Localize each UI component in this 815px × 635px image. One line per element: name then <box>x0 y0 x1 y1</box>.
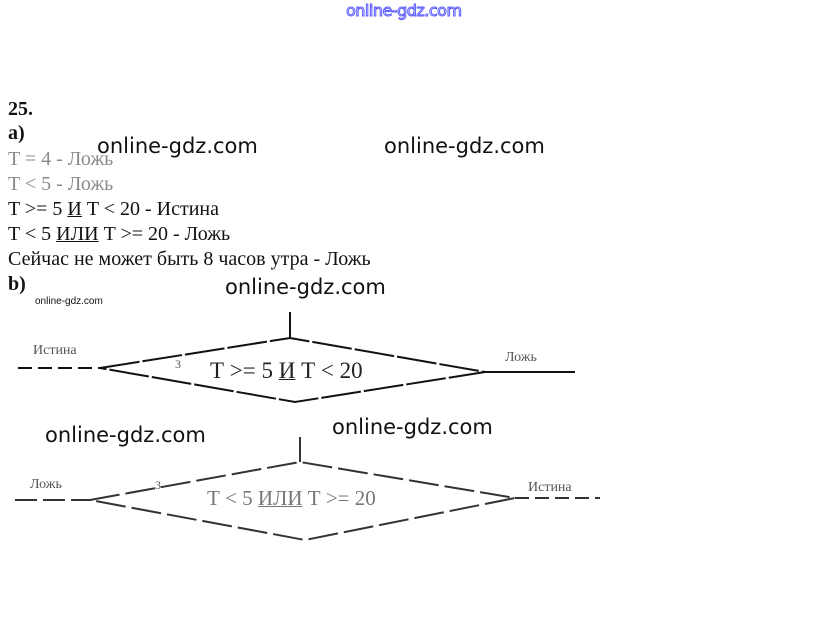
diagram1-condition: Т >= 5 И Т < 20 <box>210 358 363 384</box>
condition-op: И <box>278 358 296 383</box>
watermark-small: online-gdz.com <box>35 296 103 307</box>
diagram2-condition: Т < 5 ИЛИ Т >= 20 <box>207 486 376 511</box>
condition-post: Т < 20 <box>295 358 363 383</box>
answer-line-1: T = 4 - Ложь <box>8 148 114 170</box>
watermark: online-gdz.com <box>225 275 386 299</box>
line-pre: T < 5 <box>8 223 57 245</box>
line-pre: T >= 5 <box>8 198 68 220</box>
operator-or: ИЛИ <box>56 223 99 245</box>
answer-line-4: T < 5 ИЛИ T >= 20 - Ложь <box>8 223 230 245</box>
line-post: T >= 20 - Ложь <box>98 223 231 245</box>
condition-op: ИЛИ <box>257 486 303 510</box>
watermark: online-gdz.com <box>332 415 493 439</box>
task-number: 25. <box>8 98 33 120</box>
decision-diamond-2 <box>15 437 600 542</box>
condition-pre: Т >= 5 <box>210 358 279 383</box>
diagram1-right-label: Ложь <box>505 350 537 365</box>
watermark: online-gdz.com <box>97 134 258 158</box>
answer-line-5: Сейчас не может быть 8 часов утра - Ложь <box>8 248 371 270</box>
watermark: online-gdz.com <box>45 423 206 447</box>
diagram1-left-label: Истина <box>33 343 77 358</box>
decision-diamond-1 <box>18 312 575 404</box>
diagram2-left-label: Ложь <box>30 477 62 492</box>
condition-pre: Т < 5 <box>207 486 258 510</box>
line-post: T < 20 - Истина <box>81 198 220 220</box>
part-a-label: a) <box>8 122 25 144</box>
diagram2-right-label: Истина <box>528 480 572 495</box>
condition-post: Т >= 20 <box>302 486 376 510</box>
diagram2-mark: 3 <box>155 478 161 492</box>
answer-line-2: T < 5 - Ложь <box>8 173 114 195</box>
watermark: online-gdz.com <box>384 134 545 158</box>
diagram1-mark: 3 <box>175 357 181 371</box>
watermark-top: online-gdz.com <box>346 1 463 21</box>
part-b-label: b) <box>8 273 26 295</box>
operator-and: И <box>67 198 82 220</box>
answer-line-3: T >= 5 И T < 20 - Истина <box>8 198 219 220</box>
